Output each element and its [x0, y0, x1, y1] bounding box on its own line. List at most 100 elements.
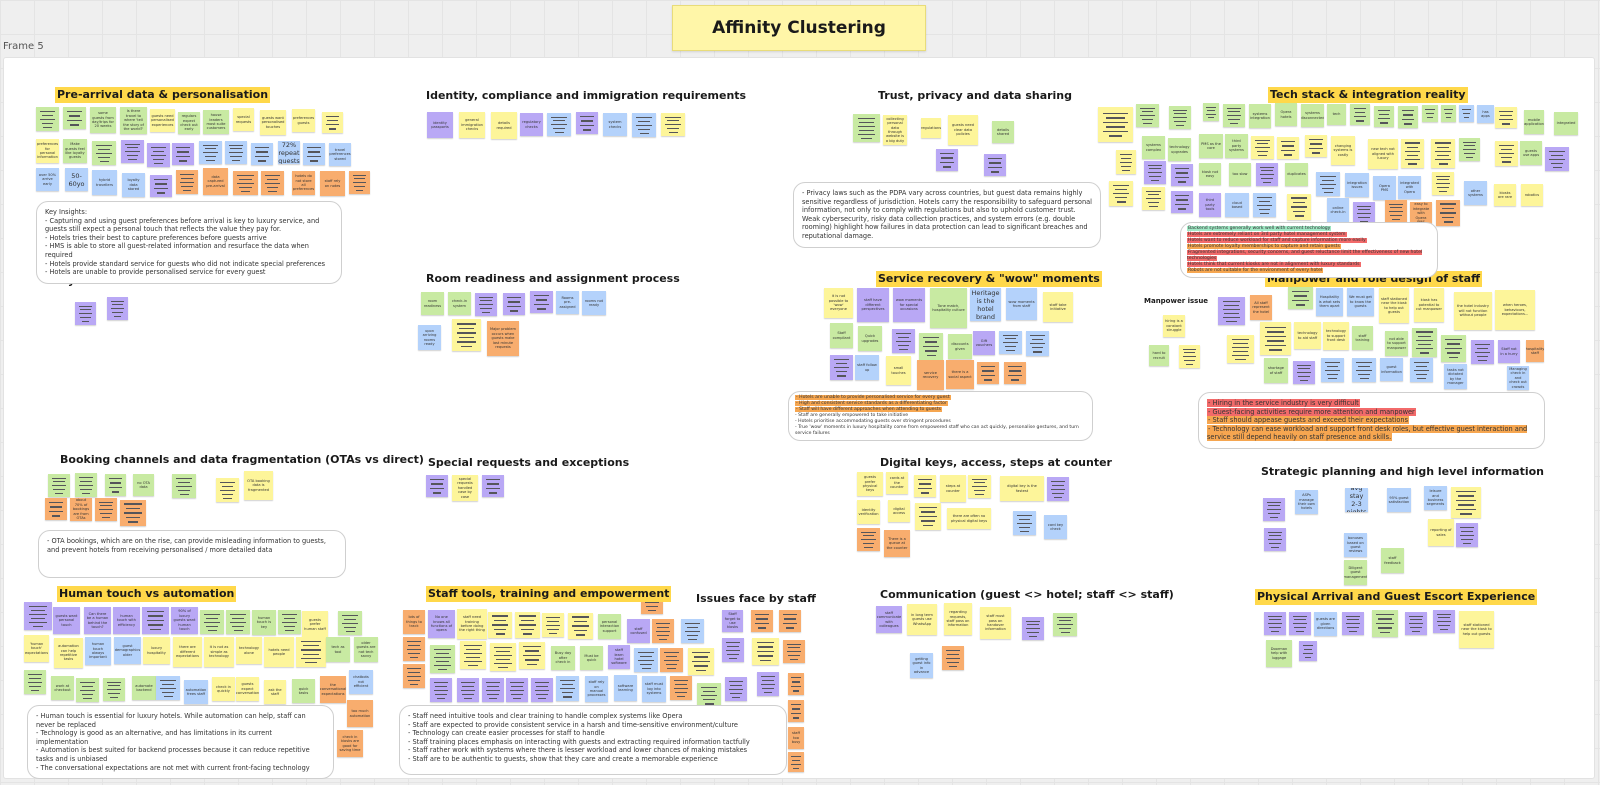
sticky-note-orange[interactable]: the conversational expectations — [320, 676, 346, 703]
sticky-note-yellow[interactable] — [1142, 187, 1165, 210]
sticky-note-blue[interactable]: other systems — [1464, 181, 1487, 205]
sticky-note-green[interactable] — [1136, 104, 1159, 127]
sticky-note-blue[interactable]: integration issues — [1345, 173, 1369, 197]
sticky-note-yellow[interactable] — [515, 612, 540, 638]
insight-box-service-insights[interactable]: - Hotels are unable to provide personali… — [788, 391, 1093, 441]
sticky-note-blue[interactable]: guest information — [1380, 358, 1403, 381]
sticky-note-yellow[interactable] — [216, 478, 239, 502]
sticky-note-purple[interactable]: Staff not in a hurry — [1498, 340, 1520, 363]
sticky-note-orange[interactable]: lots of things to track — [403, 610, 425, 634]
sticky-note-purple[interactable] — [1171, 191, 1193, 213]
sticky-note-yellow[interactable] — [1495, 107, 1517, 128]
sticky-note-orange[interactable] — [45, 498, 67, 520]
sticky-note-blue[interactable]: Hospitality is what sets them apart — [1316, 288, 1343, 316]
sticky-note-green[interactable]: quick tasks — [292, 679, 315, 703]
sticky-note-blue[interactable]: Heritage is the hotel brand — [970, 288, 1001, 321]
sticky-note-blue[interactable] — [999, 331, 1022, 354]
sticky-note-blue[interactable]: bonuses based on guest reviews — [1344, 533, 1367, 557]
sticky-note-green[interactable]: Diligent guest management — [1344, 560, 1367, 585]
sticky-note-green[interactable] — [226, 610, 250, 634]
sticky-note-yellow[interactable]: guests prefer physical keys — [857, 472, 883, 496]
sticky-note-orange[interactable]: too much automation — [347, 700, 373, 727]
sticky-note-blue[interactable]: Rooms pre-assigned — [556, 291, 579, 314]
sticky-note-orange[interactable] — [403, 637, 425, 661]
sticky-note-purple[interactable]: Can there be a human behind the touch? — [84, 607, 111, 634]
sticky-note-blue[interactable]: online check-in — [1327, 198, 1349, 222]
sticky-note-yellow[interactable]: cards at the counter — [886, 472, 908, 494]
sticky-note-green[interactable] — [430, 645, 455, 673]
sticky-note-yellow[interactable] — [1251, 136, 1274, 159]
cluster-heading-communication[interactable]: Communication (guest <> hotel; staff <> … — [880, 588, 1174, 601]
sticky-note-blue[interactable]: system checks — [603, 113, 627, 136]
sticky-note-purple[interactable] — [1353, 202, 1375, 225]
sticky-note-yellow[interactable] — [915, 503, 941, 530]
sticky-note-yellow[interactable] — [1401, 139, 1424, 168]
sticky-note-yellow[interactable]: staff take initiative — [1043, 292, 1073, 322]
sticky-note-orange[interactable] — [403, 664, 425, 688]
sticky-note-yellow[interactable]: hiring is a constant struggle — [1163, 315, 1185, 337]
sticky-note-yellow[interactable]: digital access — [888, 500, 910, 522]
sticky-note-yellow[interactable]: hotels need people — [264, 637, 294, 667]
cluster-heading-service[interactable]: Service recovery & "wow" moments — [876, 271, 1102, 287]
sticky-note-blue[interactable] — [1352, 358, 1376, 382]
sticky-note-green[interactable]: house leaders most suite customers — [203, 110, 229, 134]
sticky-note-purple[interactable] — [936, 149, 958, 171]
sticky-note-purple[interactable] — [830, 355, 853, 380]
sticky-note-purple[interactable] — [1342, 612, 1364, 635]
sticky-note-yellow[interactable] — [1116, 150, 1136, 174]
sticky-note-yellow[interactable]: when heroes, behaviours, expectations... — [1495, 290, 1535, 330]
sticky-note-blue[interactable]: leisure and business segments — [1424, 486, 1447, 510]
sticky-note-green[interactable]: some guests from day/trips for 20 weeks — [90, 107, 116, 133]
sticky-note-blue[interactable]: tasks not dictated by the manager — [1444, 364, 1467, 389]
sticky-note-blue[interactable] — [1459, 105, 1474, 122]
sticky-note-orange[interactable] — [788, 700, 804, 722]
sticky-note-orange[interactable]: easy to integrate with Opera PMS — [1410, 202, 1432, 225]
sticky-note-purple[interactable] — [24, 602, 52, 630]
sticky-note-blue[interactable]: We must get to know the guests — [1347, 288, 1374, 316]
sticky-note-yellow[interactable]: digital key is the fastest — [1000, 476, 1044, 501]
sticky-note-yellow[interactable] — [1179, 345, 1200, 368]
sticky-note-blue[interactable]: guests are given directions — [1314, 612, 1337, 636]
sticky-note-purple[interactable] — [1171, 164, 1193, 186]
sticky-note-purple[interactable]: staff have different perspectives — [857, 288, 889, 322]
sticky-note-purple[interactable] — [1047, 477, 1069, 501]
sticky-note-purple[interactable]: Staff forget to use kiosks — [722, 610, 743, 632]
sticky-note-purple[interactable] — [1299, 641, 1317, 661]
sticky-note-yellow[interactable]: reporting of sales — [1428, 519, 1454, 546]
sticky-note-green[interactable] — [1203, 103, 1219, 121]
sticky-note-yellow[interactable]: small touches — [886, 356, 911, 385]
sticky-note-yellow[interactable] — [1109, 181, 1133, 206]
sticky-note-yellow[interactable] — [1277, 137, 1299, 159]
sticky-note-green[interactable]: no OTA data — [133, 474, 154, 496]
sticky-note-green[interactable] — [75, 473, 97, 497]
sticky-note-blue[interactable]: loyalty data stored — [122, 173, 145, 197]
sticky-note-yellow[interactable]: there are often no physical digital keys — [947, 508, 991, 529]
insight-box-tech-insights[interactable]: Backend systems generally work well with… — [1180, 222, 1438, 278]
sticky-note-blue[interactable]: chatbots not efficient — [349, 670, 373, 694]
sticky-note-green[interactable] — [278, 610, 301, 634]
sticky-note-green[interactable]: regulars expect check out early — [178, 112, 200, 134]
sticky-note-orange[interactable] — [783, 640, 805, 663]
sticky-note-yellow[interactable]: there are different expectations — [173, 637, 202, 667]
sticky-note-green[interactable]: systems integration — [1249, 104, 1271, 128]
sticky-note-green[interactable]: PMS as the core — [1199, 134, 1223, 158]
sticky-note-green[interactable]: staff feedback — [1381, 548, 1404, 573]
sticky-note-orange[interactable] — [1004, 362, 1026, 384]
sticky-note-blue[interactable]: cloud based — [1225, 193, 1249, 217]
sticky-note-yellow[interactable] — [1098, 107, 1133, 142]
sticky-note-yellow[interactable]: details required — [491, 112, 517, 139]
sticky-note-yellow[interactable] — [688, 648, 714, 675]
sticky-note-green[interactable] — [1374, 106, 1394, 127]
sticky-note-green[interactable]: shortage of staff — [1264, 358, 1288, 383]
sticky-note-yellow[interactable]: technology to aid staff — [1294, 322, 1321, 349]
sticky-note-yellow[interactable]: regulations — [921, 118, 941, 138]
sticky-note-green[interactable]: systems disconnected — [1301, 104, 1324, 127]
sticky-note-green[interactable] — [1441, 335, 1466, 362]
sticky-note-green[interactable]: duplicates — [1285, 163, 1308, 186]
sticky-note-blue[interactable] — [681, 619, 704, 643]
sticky-note-purple[interactable] — [150, 175, 172, 197]
sticky-note-purple[interactable]: identity passports — [427, 112, 453, 138]
sticky-note-orange[interactable] — [788, 752, 804, 772]
sticky-note-yellow[interactable] — [1227, 335, 1254, 363]
sticky-note-purple[interactable]: 90% of luxury guests want human touch — [171, 607, 198, 634]
